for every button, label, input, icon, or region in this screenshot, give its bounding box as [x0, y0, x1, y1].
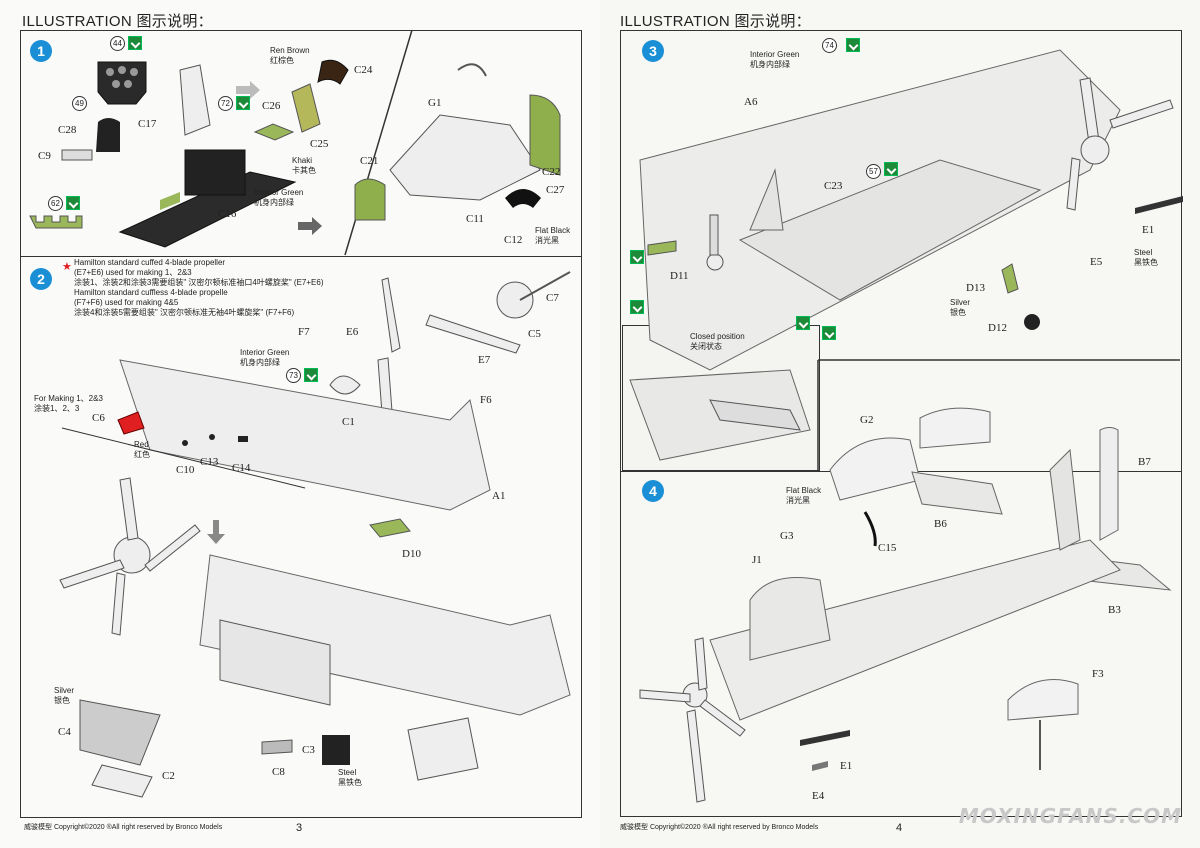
part-f6: F6: [480, 394, 492, 406]
callout-72: 72: [218, 96, 233, 111]
part-f7: F7: [298, 326, 310, 338]
part-b3: B3: [1108, 604, 1121, 616]
paint-badge-icon: [822, 326, 836, 340]
part-e7: E7: [478, 354, 491, 366]
for-making-note: For Making 1、2&3 涂装1、2、3: [34, 394, 103, 413]
part-c5: C5: [528, 328, 541, 340]
note-steel: Steel 黑铁色: [1134, 248, 1158, 267]
part-c3: C3: [302, 744, 315, 756]
step-3-marker: 3: [642, 40, 664, 62]
note-interior-green: Interior Green 机身内部绿: [254, 188, 304, 207]
part-c27: C27: [546, 184, 565, 196]
paint-badge-icon: [846, 38, 860, 52]
note-red: Red 红色: [134, 440, 150, 459]
callout-57: 57: [866, 164, 881, 179]
paint-badge-icon: [304, 368, 318, 382]
step2-frame: [20, 256, 582, 818]
callout-74: 74: [822, 38, 837, 53]
callout-62: 62: [48, 196, 63, 211]
paint-badge-icon: [236, 96, 250, 110]
note-flat-black: Flat Black 消光黑: [786, 486, 822, 505]
part-b7: B7: [1138, 456, 1151, 468]
note-khaki: Khaki 卡其色: [292, 156, 316, 175]
page-number: 4: [896, 822, 903, 834]
part-c10: C10: [176, 464, 195, 476]
paint-badge-icon: [796, 316, 810, 330]
paint-badge-icon: [66, 196, 80, 210]
part-a6: A6: [744, 96, 758, 108]
part-d11: D11: [670, 270, 689, 282]
note-interior-green-2: Interior Green 机身内部绿: [240, 348, 290, 367]
part-e1-step4: E1: [840, 760, 853, 772]
note-flat-black: Flat Black 消光黑: [535, 226, 571, 245]
part-d10: D10: [402, 548, 421, 560]
note-steel: Steel 黑铁色: [338, 768, 362, 787]
part-j1: J1: [752, 554, 762, 566]
note-ren-brown: Ren Brown 红棕色: [270, 46, 310, 65]
instruction-page-4: ILLUSTRATION 图示说明：: [600, 0, 1200, 848]
page-header: ILLUSTRATION 图示说明：: [620, 13, 811, 30]
note-closed-position: Closed position 关闭状态: [690, 332, 745, 351]
part-e5: E5: [1090, 256, 1103, 268]
part-g3: G3: [780, 530, 794, 542]
note-interior-green: Interior Green 机身内部绿: [750, 50, 800, 69]
part-d12: D12: [988, 322, 1007, 334]
note-silver: Silver 银色: [54, 686, 75, 705]
step-1-marker: 1: [30, 40, 52, 62]
part-c28: C28: [58, 124, 77, 136]
callout-49: 49: [72, 96, 87, 111]
part-c17: C17: [138, 118, 157, 130]
part-c13: C13: [200, 456, 219, 468]
part-c21: C21: [360, 155, 379, 167]
part-c1: C1: [342, 416, 355, 428]
part-c4: C4: [58, 726, 71, 738]
footer-copyright: 威骏模型 Copyright©2020 ®All right reserved …: [620, 824, 819, 831]
paint-badge-icon: [128, 36, 142, 50]
part-c11: C11: [466, 213, 484, 225]
part-b6: B6: [934, 518, 947, 530]
part-e4: E4: [812, 790, 825, 802]
page-header: ILLUSTRATION 图示说明：: [22, 13, 213, 30]
paint-badge-icon: [630, 300, 644, 314]
part-c9: C9: [38, 150, 51, 162]
callout-44: 44: [110, 36, 125, 51]
part-c12: C12: [504, 234, 523, 246]
part-g2: G2: [860, 414, 874, 426]
step-4-marker: 4: [642, 480, 664, 502]
part-c8: C8: [272, 766, 285, 778]
part-f3: F3: [1092, 668, 1104, 680]
part-d13: D13: [966, 282, 985, 294]
part-c24: C24: [354, 64, 373, 76]
part-c23: C23: [824, 180, 843, 192]
star-icon: ★: [62, 261, 72, 273]
part-e6: E6: [346, 326, 359, 338]
page-number: 3: [296, 822, 303, 834]
paint-badge-icon: [884, 162, 898, 176]
page4-drawings: [629, 49, 1183, 803]
paint-badge-icon: [630, 250, 644, 264]
part-a1: A1: [492, 490, 506, 502]
part-c14: C14: [232, 462, 251, 474]
callout-73: 73: [286, 368, 301, 383]
part-c26: C26: [262, 100, 281, 112]
part-c22: C22: [542, 166, 561, 178]
part-c6: C6: [92, 412, 105, 424]
page3-drawings: [29, 29, 571, 798]
part-c2: C2: [162, 770, 175, 782]
step-2-marker: 2: [30, 268, 52, 290]
propeller-note: Hamilton standard cuffed 4-blade propell…: [74, 258, 324, 317]
footer-copyright: 威骏模型 Copyright©2020 ®All right reserved …: [24, 824, 223, 831]
part-g1: G1: [428, 97, 442, 109]
part-e1-step3: E1: [1142, 224, 1155, 236]
note-silver: Silver 银色: [950, 298, 971, 317]
part-c16: C16: [218, 208, 237, 220]
step4-frame: [620, 360, 1182, 817]
watermark: MOXINGFANS.COM: [958, 804, 1182, 828]
part-c7: C7: [546, 292, 559, 304]
instruction-page-3: ILLUSTRATION 图示说明：: [0, 0, 600, 848]
part-c15: C15: [878, 542, 897, 554]
part-c25: C25: [310, 138, 329, 150]
